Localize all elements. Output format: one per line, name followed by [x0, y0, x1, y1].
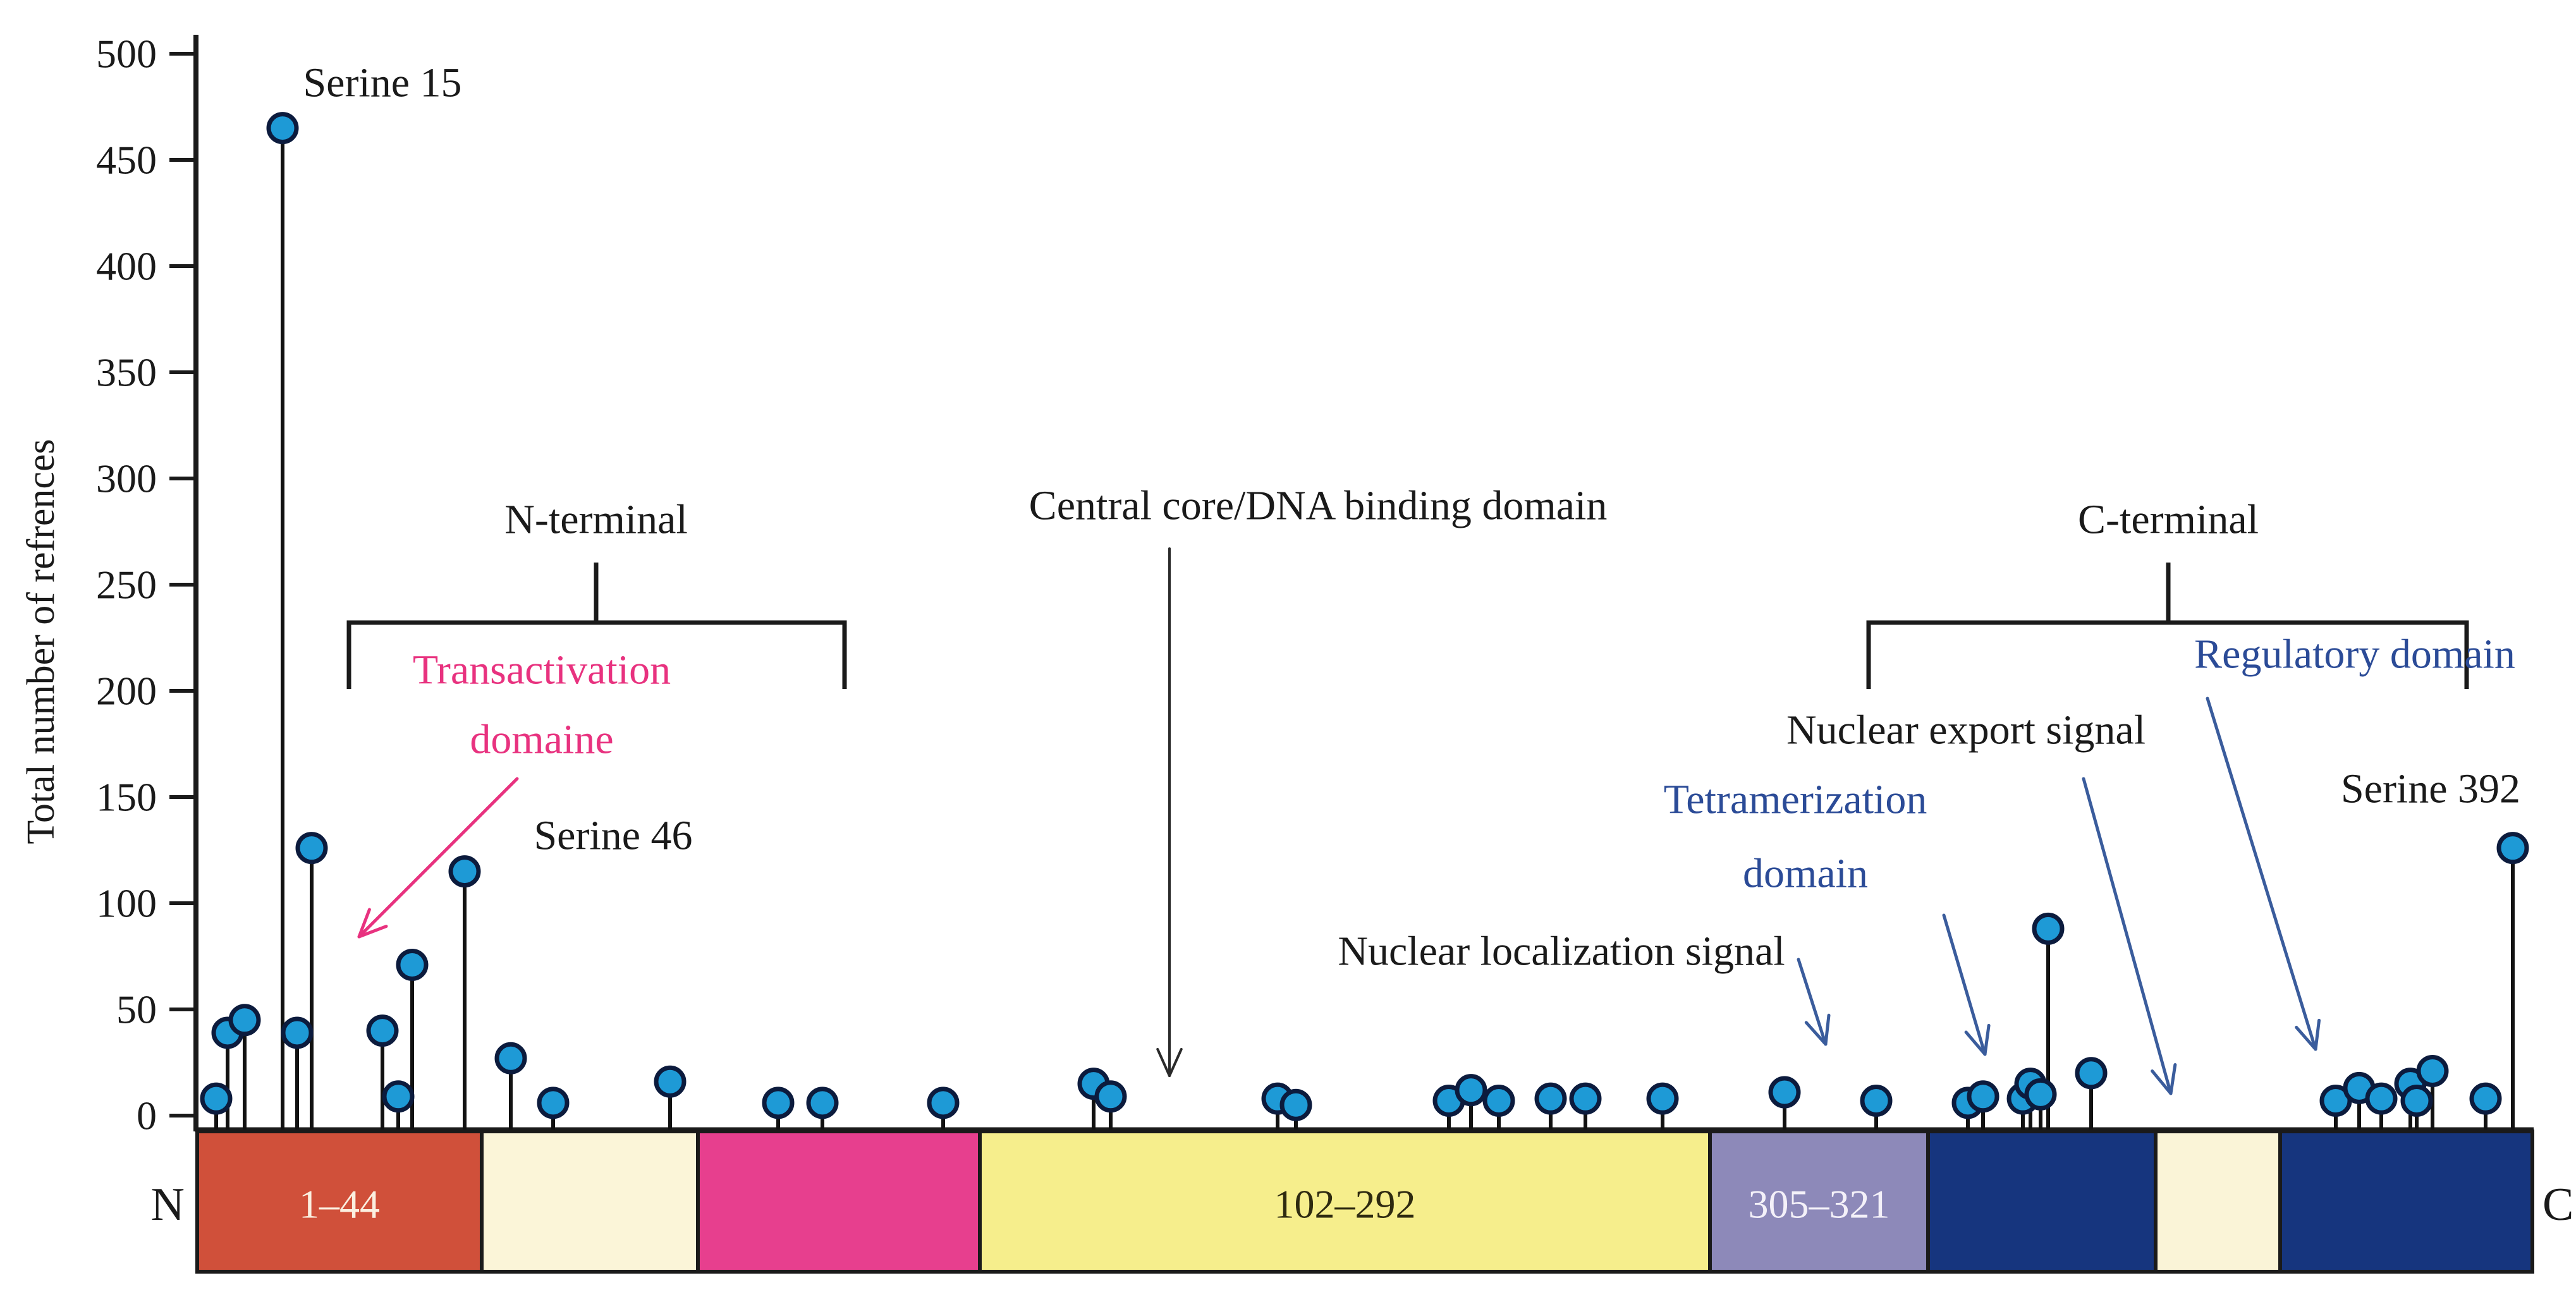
tetramerization-label-2: domain [1743, 851, 1868, 897]
phospho-site-point [927, 1087, 960, 1119]
transactivation-label-2: domaine [470, 717, 613, 763]
lollipop-points [200, 112, 2529, 1121]
central-core-label: Central core/DNA binding domain [1029, 483, 1608, 529]
tetramerization-arrow-head [1964, 1030, 1987, 1056]
y-axis: 0 50 100 150 200 250 300 350 400 450 500 [96, 32, 198, 1138]
n-terminus-label: N [151, 1179, 185, 1231]
y-tick-label: 150 [96, 775, 157, 820]
tetramerization-arrow [1942, 913, 1987, 1056]
transactivation-arrow-head [357, 925, 388, 939]
phospho-site-point [654, 1065, 687, 1098]
nls-arrow-head [1804, 1021, 1828, 1046]
serine-46-label: Serine 46 [534, 813, 692, 859]
phospho-site-point [1967, 1080, 1999, 1113]
serine-15-label: Serine 15 [303, 60, 461, 106]
phospho-site-point [1482, 1084, 1515, 1117]
domain-range-label: 305–321 [1749, 1182, 1890, 1227]
phospho-site-point [1455, 1074, 1487, 1107]
central-core-arrow-head [1168, 1047, 1183, 1077]
phospho-site-point [295, 832, 328, 865]
regulatory-label: Regulatory domain [2194, 631, 2515, 678]
phospho-site-point [2075, 1057, 2108, 1090]
domain-range-label: 1–44 [299, 1182, 380, 1227]
regulatory-arrow-head [2314, 1018, 2321, 1051]
domain-segment [2278, 1130, 2534, 1274]
transactivation-arrow-head [357, 908, 371, 939]
phospho-site-point [762, 1087, 795, 1119]
phospho-site-point [1094, 1080, 1127, 1113]
y-tick-label: 500 [96, 32, 157, 76]
phospho-site-point [2400, 1084, 2433, 1117]
phospho-site-point [281, 1016, 314, 1049]
nes-arrow-head [2151, 1069, 2173, 1095]
serine-392-label: Serine 392 [2341, 766, 2520, 812]
tetramerization-arrow-head [1983, 1023, 1991, 1056]
phospho-site-point [1569, 1082, 1602, 1115]
y-tick-label: 350 [96, 350, 157, 395]
annotation-labels: Serine 15 Serine 46 Serine 392 Central core… [303, 60, 2520, 975]
protein-domain-bar: 1–44 102–292 305–321 [195, 1127, 2534, 1274]
phospho-site-point [228, 1004, 261, 1037]
tetramerization-label-1: Tetramerization [1664, 777, 1927, 823]
phospho-site-point [382, 1080, 415, 1113]
regulatory-arrow [2206, 697, 2317, 1051]
phospho-site-point [2496, 832, 2529, 865]
phospho-site-point [806, 1087, 839, 1119]
y-tick-label: 400 [96, 244, 157, 289]
n-terminal-bracket-label: N-terminal [504, 497, 688, 543]
phospho-site-point [1534, 1082, 1567, 1115]
domain-segment [2154, 1130, 2282, 1274]
domain-segment [696, 1130, 982, 1274]
terminal-brackets: N-terminal C-terminal [346, 497, 2469, 689]
phospho-site-point [2365, 1082, 2398, 1115]
phospho-site-point [200, 1082, 233, 1115]
transactivation-label-1: Transactivation [413, 647, 671, 693]
phospho-site-point [2032, 912, 2065, 945]
phospho-site-point [494, 1042, 527, 1075]
y-tick-label: 300 [96, 456, 157, 501]
y-tick-label: 0 [137, 1093, 157, 1138]
c-terminus-label: C [2542, 1179, 2573, 1231]
transactivation-arrow [357, 777, 519, 939]
nes-arrow-head [2169, 1063, 2177, 1095]
y-axis-title: Total number of refrences [20, 439, 63, 844]
phospho-site-point [1860, 1084, 1893, 1117]
y-tick-label: 100 [96, 881, 157, 926]
nes-label: Nuclear export signal [1786, 707, 2146, 753]
domain-range-label: 102–292 [1274, 1182, 1416, 1227]
phospho-site-point [1279, 1088, 1312, 1121]
phospho-site-point [2024, 1078, 2057, 1111]
nls-arrow-head [1824, 1013, 1831, 1046]
y-tick-label: 450 [96, 138, 157, 183]
phospho-site-point [2469, 1082, 2502, 1115]
y-tick-label: 50 [116, 987, 157, 1032]
phospho-site-point [266, 112, 299, 145]
central-core-arrow-head [1156, 1047, 1171, 1077]
y-tick-label: 250 [96, 563, 157, 607]
phospho-site-point [396, 948, 429, 981]
phospho-site-point [2416, 1054, 2449, 1087]
phospho-site-point [366, 1014, 399, 1047]
domain-segment [195, 1130, 484, 1274]
y-tick-label: 200 [96, 669, 157, 714]
phospho-site-point [1768, 1076, 1801, 1109]
nls-label: Nuclear localization signal [1338, 929, 1785, 975]
c-terminal-bracket-label: C-terminal [2078, 497, 2259, 543]
phospho-site-point [448, 855, 481, 888]
domain-segment [1926, 1130, 2158, 1274]
nls-arrow [1797, 958, 1828, 1046]
nes-arrow [2082, 777, 2173, 1095]
domain-segment [1708, 1130, 1930, 1274]
domain-segment [480, 1130, 700, 1274]
regulatory-arrow-head [2295, 1025, 2317, 1051]
phospho-site-point [537, 1087, 570, 1119]
annotation-arrows [357, 547, 2321, 1095]
phospho-site-point [1646, 1082, 1679, 1115]
